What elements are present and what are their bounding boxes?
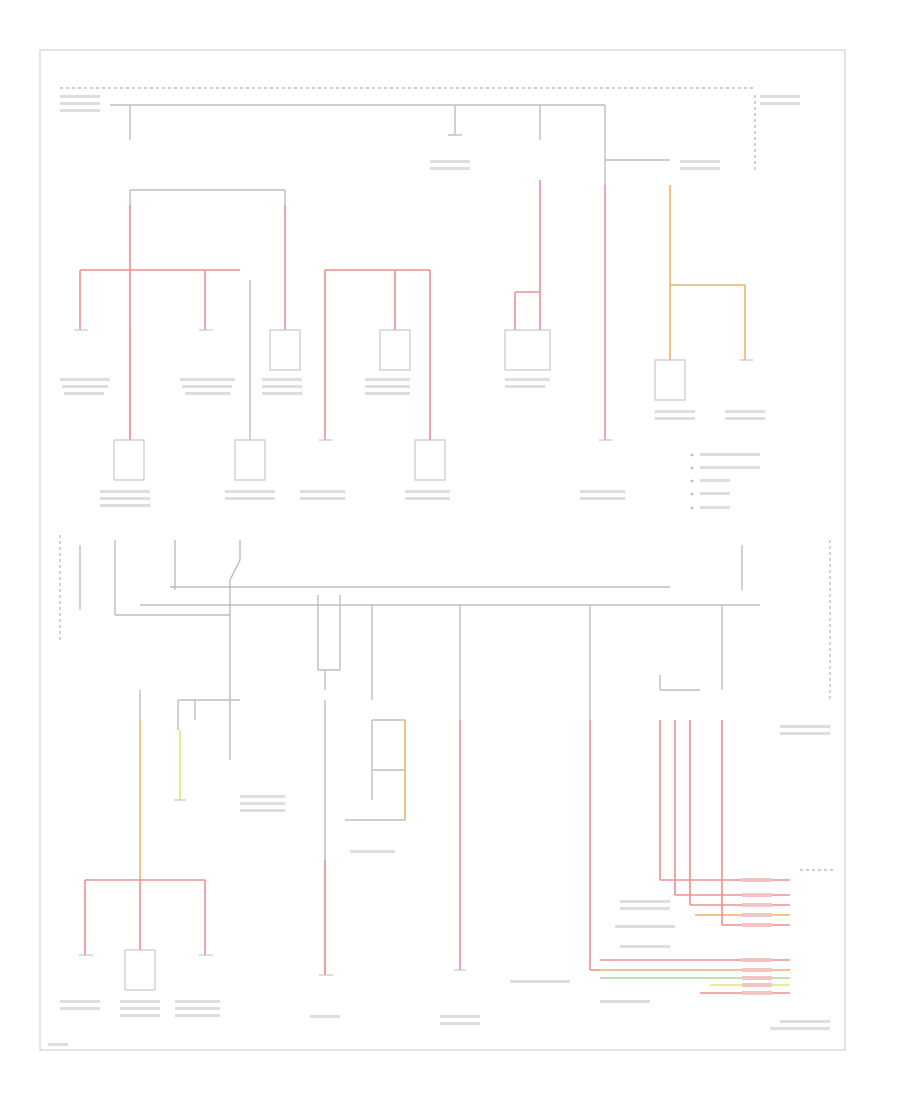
- top-grounds: [74, 329, 753, 441]
- component-box-4: [379, 329, 411, 371]
- top-components: [113, 329, 686, 481]
- bottom-orange-wires: [139, 720, 790, 971]
- component-box-1: [113, 439, 145, 481]
- component-box-6: [504, 329, 551, 371]
- top-orange-wires: [669, 185, 746, 360]
- right-wire-codes: [742, 878, 772, 995]
- top-power-section: [60, 87, 756, 440]
- bottom-components: [124, 949, 156, 991]
- component-box-3: [269, 329, 301, 371]
- bottom-gray-wires: [139, 690, 835, 975]
- bottom-yellow-wires: [179, 730, 790, 986]
- illegible-labels: [48, 95, 830, 1046]
- component-box-8: [124, 949, 156, 991]
- middle-bus-section: [59, 535, 831, 760]
- bottom-grounds: [79, 799, 466, 976]
- legend-markers: [690, 453, 694, 510]
- component-box-5: [414, 439, 446, 481]
- component-box-2: [234, 439, 266, 481]
- bottom-red-wires: [84, 720, 790, 994]
- top-red-wires: [79, 180, 606, 440]
- diagram-frame: [39, 49, 846, 1051]
- component-box-7: [654, 359, 686, 401]
